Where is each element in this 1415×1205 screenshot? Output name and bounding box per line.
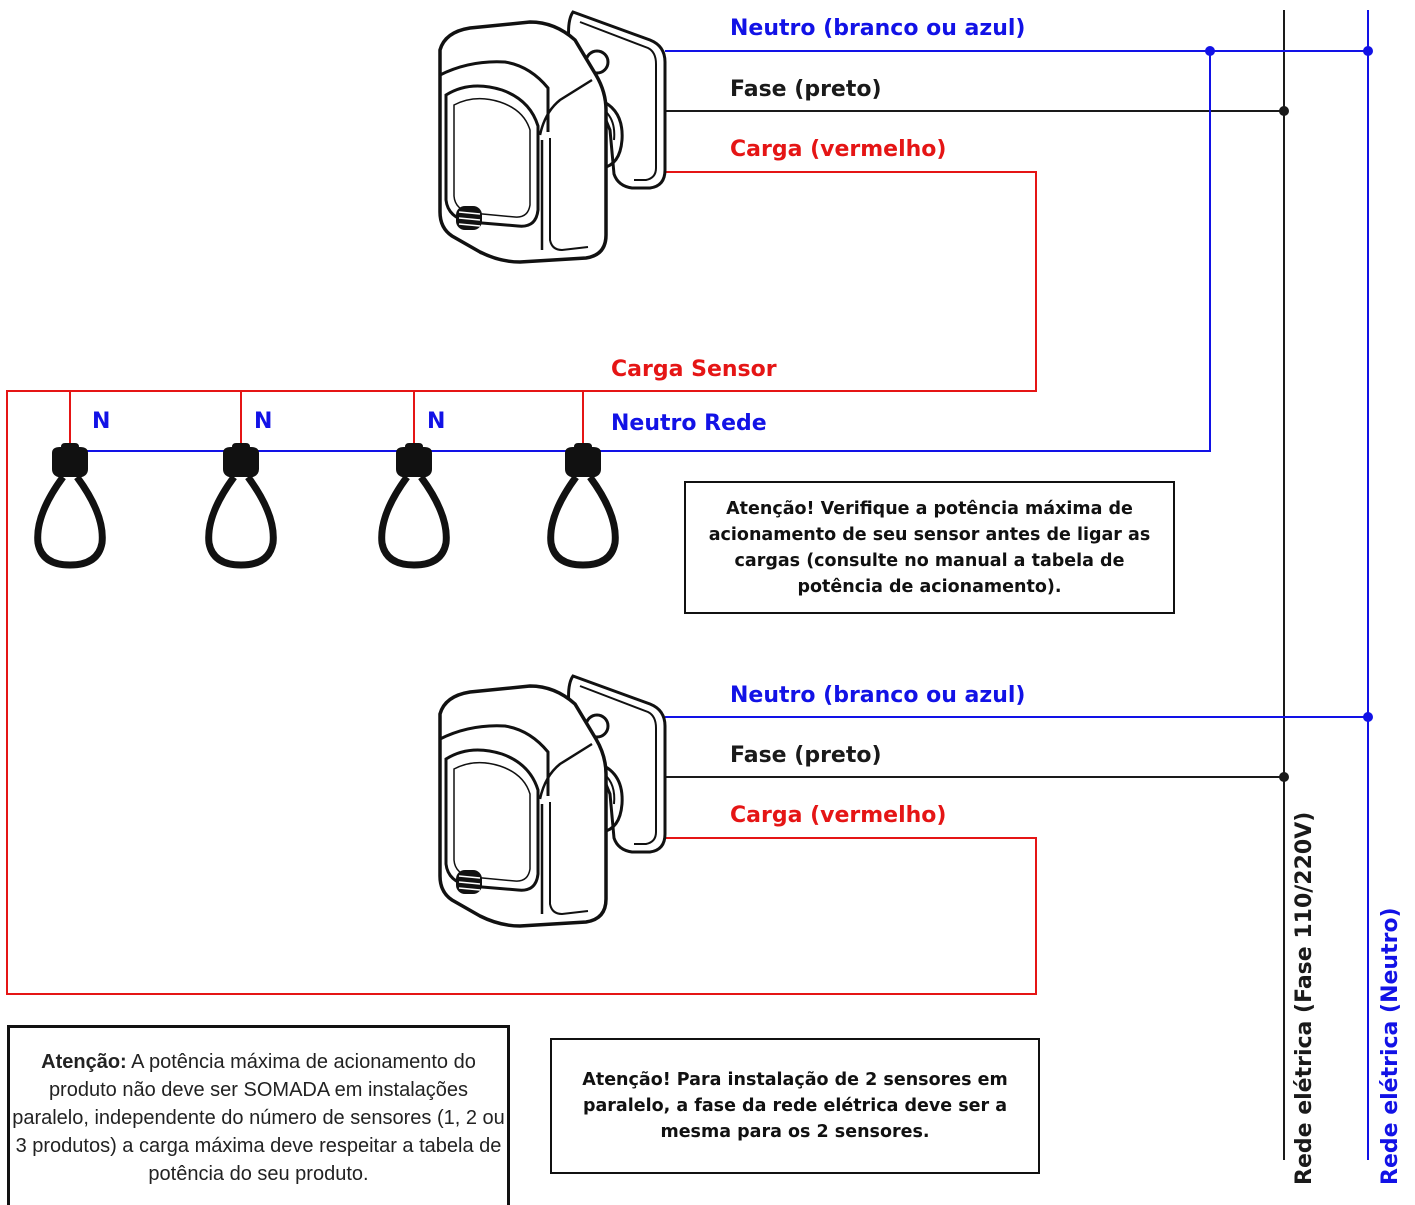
load-bus-label: Carga Sensor — [611, 357, 777, 382]
junction-dot — [1363, 46, 1373, 56]
motion-sensor-icon — [438, 674, 667, 928]
power-warning-box: Atenção! Verifique a potência máxima de … — [684, 481, 1175, 614]
lamp-neutral-label: N — [254, 409, 273, 434]
sum-warning-bold: Atenção: — [41, 1051, 127, 1073]
lamp-neutral-label: N — [92, 409, 111, 434]
lamp-icon — [382, 443, 447, 565]
junction-dot — [1363, 712, 1373, 722]
phase-warning-box: Atenção! Para instalação de 2 sensores e… — [550, 1038, 1040, 1174]
bottom-load-label: Carga (vermelho) — [730, 803, 947, 828]
top-load-wire — [6, 171, 1037, 995]
junction-dot — [1279, 772, 1289, 782]
phase-warning-text: Atenção! Para instalação de 2 sensores e… — [582, 1070, 1008, 1142]
neutral-bus-wire — [70, 51, 1211, 452]
lamp-icon — [209, 443, 274, 565]
lamp-neutral-label: N — [427, 409, 446, 434]
junction-dot — [1279, 106, 1289, 116]
sum-warning-text: Atenção: A potência máxima de acionament… — [10, 1048, 507, 1188]
lamp-icon — [38, 443, 103, 565]
neutral-bus-label: Neutro Rede — [611, 411, 767, 436]
top-load-label: Carga (vermelho) — [730, 137, 947, 162]
bottom-phase-label: Fase (preto) — [730, 743, 882, 768]
junction-dot — [1205, 46, 1215, 56]
power-warning-text: Atenção! Verifique a potência máxima de … — [708, 498, 1151, 597]
lamp-icon — [551, 443, 616, 565]
sum-warning-body: A potência máxima de acionamento do prod… — [12, 1051, 505, 1185]
top-phase-label: Fase (preto) — [730, 77, 882, 102]
motion-sensor-icon — [438, 10, 667, 264]
top-neutral-label: Neutro (branco ou azul) — [730, 16, 1026, 41]
bottom-neutral-label: Neutro (branco ou azul) — [730, 683, 1026, 708]
mains-phase-label: Rede elétrica (Fase 110/220V) — [1292, 811, 1317, 1185]
mains-neutral-label: Rede elétrica (Neutro) — [1378, 907, 1403, 1185]
sum-warning-box: Atenção: A potência máxima de acionament… — [7, 1025, 510, 1205]
